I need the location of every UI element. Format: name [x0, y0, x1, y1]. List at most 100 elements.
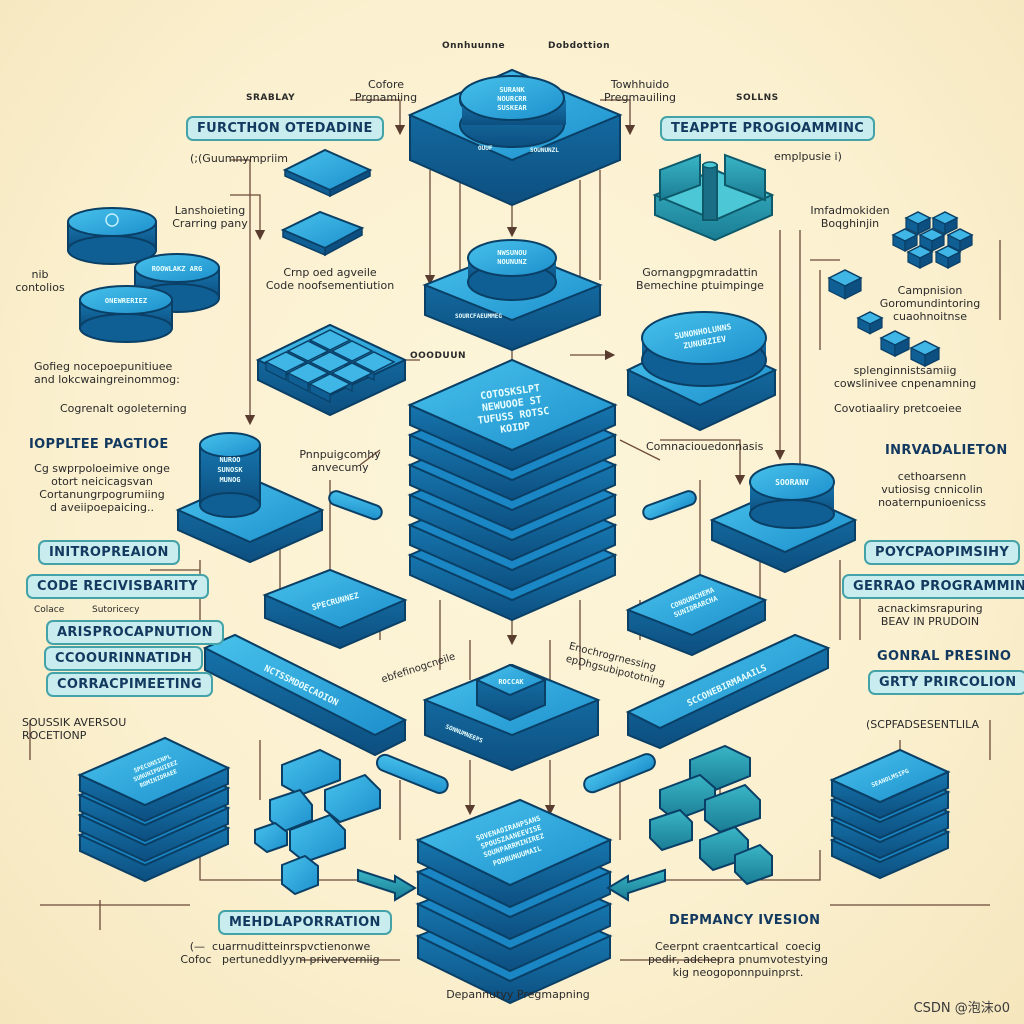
teal-pedestal[interactable] [652, 153, 775, 242]
cube-side [919, 251, 933, 269]
bottom-stack[interactable]: SOVENAOIRANPSANSSPOUSZAANEEVISESOUNPARRM… [415, 798, 613, 1005]
label-soussik: SOUSSIK AVERSOU ROCETIONP [22, 716, 127, 742]
pipes [328, 490, 697, 794]
tag-generic-programming[interactable]: GERRAO PROGRAMMING [842, 574, 1024, 599]
cube-side [944, 217, 958, 235]
small-cube-side [894, 337, 910, 358]
label-solins: SOLLNS [736, 93, 779, 103]
tag-coorunination[interactable]: CCOOURINNATIDH [44, 646, 203, 671]
label-lanshotating: Lanshoieting Crarring pany [172, 204, 248, 230]
flat-tile-2[interactable] [280, 210, 365, 257]
tag-template-programming[interactable]: TEAPPTE PROGIOAMMINC [660, 116, 876, 141]
label-gofieg: Gofieg nocepoepunitiuee and lokcwaingrei… [34, 360, 180, 386]
label-crnp-oed: Crnp oed agveile Code noofsementiution [265, 266, 395, 292]
label-cg-supropolemive: Cg swprpoloeimive onge otort neicicagsva… [34, 462, 170, 514]
label-covotiaaliy: Covotiaaliry pretcoeiee [834, 402, 962, 415]
right-puzzle-pieces[interactable] [649, 744, 773, 886]
left-grid-block[interactable] [255, 323, 408, 417]
left-plate-block[interactable]: SPECRUNNEZ [262, 568, 408, 650]
tag-depmancy-ivesion[interactable]: DEPMANCY IVESION [669, 913, 821, 928]
cube-side [931, 234, 945, 252]
center-stack-text: COTOSKSLPTNEWUOOE STTUFUSS ROTSCKOIDP [474, 382, 552, 439]
flat-tile-1[interactable] [282, 148, 373, 198]
left-stack[interactable]: SPECONSINPLSUNUNIPDUIEEZROMINIDRAEE [77, 736, 231, 883]
left-beam[interactable]: NCTSSMDOECAOION [202, 633, 408, 757]
label-depannutyy: Depannutyy Pregmapning [446, 988, 590, 1001]
grid-cube-side [309, 383, 331, 403]
label-srablay: SRABLAY [246, 93, 296, 103]
watermark: CSDN @泡沫o0 [913, 1001, 1010, 1016]
tag-code-recursivity[interactable]: CODE RECIVISBARITY [26, 574, 209, 599]
right-round-block[interactable]: SUNONHOLUNNSZUNUBZIEV [625, 311, 778, 432]
tag-gonral-presino[interactable]: GONRAL PRESINO [877, 649, 1012, 664]
label-comnaciue: Comnaciouedonnasis [646, 440, 764, 453]
center-stack[interactable]: COTOSKSLPTNEWUOOE STTUFUSS ROTSCKOIDP [407, 358, 618, 622]
grid-cube-side [287, 372, 309, 392]
right-stack[interactable]: SEANOLMSIPG [829, 748, 951, 880]
left-puck-a-text: ROOWLAKZ ARG [152, 265, 203, 273]
label-sutoriecy: Sutoricecy [92, 605, 140, 615]
label-cogrenalt: Cogrenalt ogoleterning [60, 402, 187, 415]
right-small-cubes[interactable] [827, 269, 941, 368]
label-gornang-prima: Gornangpgmradattin Bemechine ptuimpinge [636, 266, 764, 292]
grid-cube-side [265, 361, 287, 381]
label-scpfadsesentlila: (SCPFADSESENTLILA [866, 718, 979, 731]
small-cube-side [844, 277, 862, 300]
right-cube-cluster[interactable] [891, 211, 974, 269]
label-cethoarsenn: cethoarsenn vutiosisg cnnicolin noaternp… [878, 470, 986, 509]
label-nib-contolios: nib contolios [15, 268, 65, 294]
label-splenig: splenginnistsamiig cowslinivee cnpenamni… [833, 364, 977, 390]
label-guummymrim: (;(Guumnympriim [190, 152, 289, 165]
label-colace: Colace [34, 605, 65, 615]
cube-side [917, 217, 931, 235]
label-campnision: Campnision Goromundintoring cuaohnoitnse [879, 284, 981, 323]
label-cofore-programming: Cofore Prgnamiing [354, 78, 418, 104]
tag-mehdlaporation[interactable]: MEHDLAPORRATION [218, 910, 392, 935]
small-cube-text: ROCCAK [498, 678, 524, 686]
left-puzzle-pieces[interactable] [254, 748, 381, 896]
label-emplpausie: emplpusie i) [774, 150, 842, 163]
left-puck-b-text: ONEWRERIEZ [105, 297, 147, 305]
small-cube-side [869, 317, 883, 335]
label-ceuarrnuditt: (— cuarrnuditteinrspvctienonwe Cofoc per… [180, 940, 380, 966]
label-oooduun: OOODUUN [410, 351, 467, 361]
label-infadmokiden: Imfadmokiden Boqghinjin [810, 204, 890, 230]
small-cube-block[interactable]: ROCCAK SONNUMNEEPS [422, 663, 601, 772]
top-plate-right-text: SOUNUNZL [530, 147, 559, 154]
tag-grty-prircolion[interactable]: GRTY PRIRCOLION [868, 670, 1024, 695]
tag-function-overloading[interactable]: FURCTHON OTEDADINE [186, 116, 384, 141]
right-hub-text: SOORANV [775, 478, 809, 487]
right-hub-block[interactable]: SOORANV [709, 463, 858, 574]
label-dobdottion: Dobdottion [548, 41, 611, 51]
label-onnhuiunne: Onnhuunne [442, 41, 506, 51]
bottom-arrows [357, 868, 666, 902]
right-beam[interactable]: SCCONEBIRMAAAILS [625, 633, 831, 750]
left-puck-b[interactable]: ONEWRERIEZ [79, 285, 173, 343]
tag-introprefaion[interactable]: INITROPREAION [38, 540, 180, 565]
tag-corracpimeeting[interactable]: CORRACPIMEETING [46, 672, 214, 697]
mid-plate-text: SOURCFAEUMMEG [455, 313, 502, 320]
cube-side [959, 234, 973, 252]
right-plate-block[interactable]: CONOUNCHEMASUNIDRARCHA [625, 573, 768, 657]
tag-invalidation[interactable]: INRVADALIETON [885, 443, 1008, 458]
left-puck-top[interactable] [67, 207, 157, 265]
top-plate-left-text: OUUF [478, 145, 493, 152]
cube-side [947, 251, 961, 269]
label-acnackim: acnackimsrapuring BEAV IN PRUDOIN [877, 602, 983, 628]
tag-ioppltee-pagtioe[interactable]: IOPPLTEE PAGTIOE [29, 437, 169, 452]
cube-side [904, 234, 918, 252]
tag-arisprocapnution[interactable]: ARISPROCAPNUTION [46, 620, 224, 645]
tag-polycapopimsity[interactable]: POYCPAOPIMSIHY [864, 540, 1021, 565]
label-ceerpnt: Ceerpnt craentcartical coecig pedir, adc… [647, 940, 829, 979]
label-towhhuido: Towhhuido Pregmauiling [603, 78, 677, 104]
label-pnnpuigeomhy: Pnnpuigcomhy anvecumy [299, 448, 381, 474]
small-cube-side [924, 347, 940, 368]
